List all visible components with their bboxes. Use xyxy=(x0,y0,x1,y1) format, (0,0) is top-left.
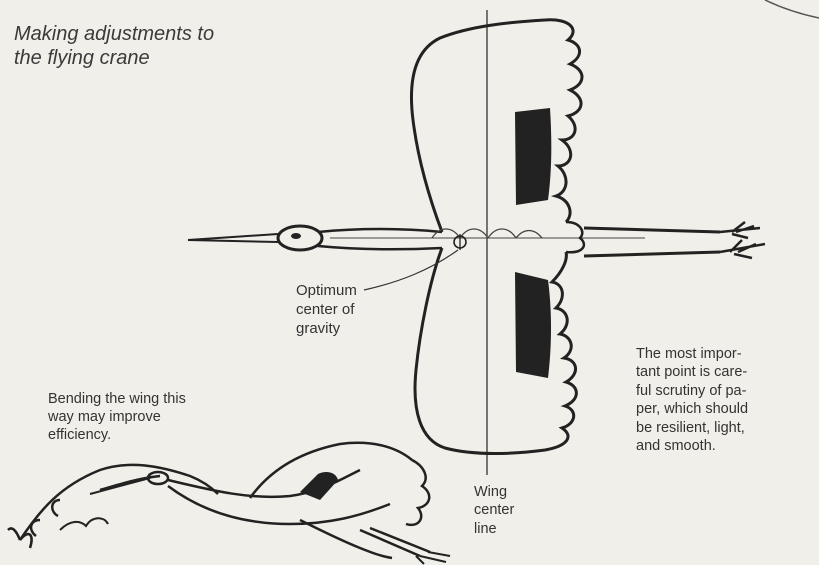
crane-leg-lower xyxy=(584,252,720,256)
crane-leg-upper xyxy=(584,228,720,232)
figure-title: Making adjustments to the flying crane xyxy=(14,22,214,71)
crane-head xyxy=(278,226,322,250)
tail-scallops xyxy=(566,222,584,252)
paper-scrutiny-note: The most impor- tant point is care- ful … xyxy=(636,345,748,455)
wing-bending-note: Bending the wing this way may improve ef… xyxy=(48,390,186,444)
body-top xyxy=(318,229,442,232)
upper-wing xyxy=(411,20,582,232)
crane-beak xyxy=(188,234,278,242)
wing-center-line-label: Wing center line xyxy=(474,483,514,538)
crane-foot-lower xyxy=(720,240,765,258)
gravity-leader-line xyxy=(364,250,458,290)
lower-wing xyxy=(415,248,576,454)
upper-wing-dark-patch xyxy=(515,108,551,205)
side-view-crane xyxy=(8,443,450,564)
crane-eye xyxy=(291,233,301,239)
lower-wing-dark-patch xyxy=(515,272,551,378)
crane-foot-upper xyxy=(720,222,760,238)
corner-mark xyxy=(765,0,819,18)
body-bottom xyxy=(318,246,442,249)
center-of-gravity-label: Optimum center of gravity xyxy=(296,282,357,338)
